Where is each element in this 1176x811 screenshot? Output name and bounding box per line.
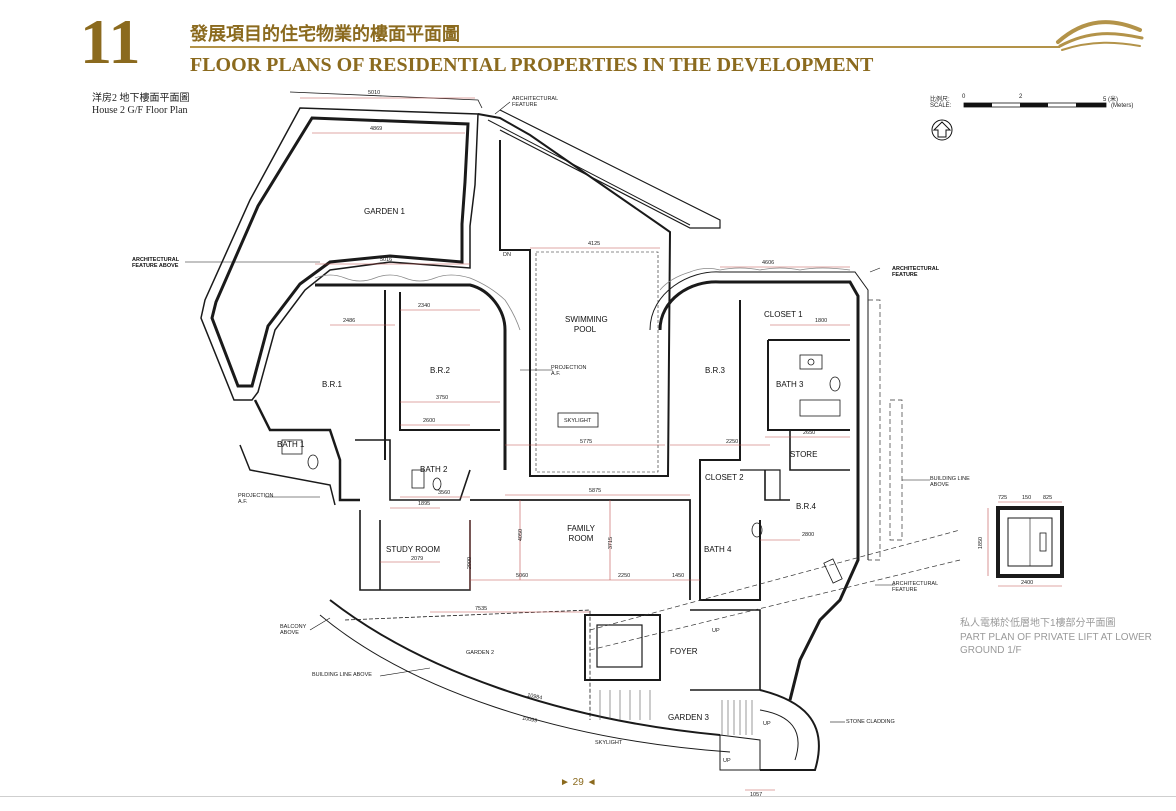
dim-2600: 2600 [423,418,436,424]
room-br-2: B.R.2 [430,366,451,375]
dim-2079: 2079 [411,556,424,562]
swimming-pool-walls [477,109,721,477]
dim-825: 825 [1043,495,1053,501]
room-study-room: STUDY ROOM [386,545,441,554]
bottom-rule [0,796,1176,797]
section-number: 11 [80,6,141,77]
room-bath-3: BATH 3 [776,380,804,389]
scale-tick-5: 5 (米) [1103,97,1119,103]
lift-caption-zh: 私人電梯於低層地下1樓部分平面圖 [960,618,1116,629]
title-rule [190,46,1060,48]
room-br-4: B.R.4 [796,502,817,511]
arch-feature-right: ARCHITECTURAL FEATURE [892,266,939,278]
skylight-box-label: SKYLIGHT [564,418,592,424]
lift-caption-en: PART PLAN OF PRIVATE LIFT AT LOWER GROUN… [960,632,1152,656]
plan-subtitle-en: House 2 G/F Floor Plan [92,105,188,116]
room-garden-2: GARDEN 2 [466,650,495,656]
room-family-room: FAMILY ROOM [567,524,595,543]
scale-tick-2: 2 [1019,94,1023,100]
dim-1850: 1850 [978,536,985,550]
room-garden-1: GARDEN 1 [364,207,405,216]
lower-section-walls [319,500,820,771]
stair-up-label-3: UP [712,628,720,634]
dim-150: 150 [1022,495,1032,501]
dim-5775: 5775 [580,439,593,445]
scale-label-zh: 比例尺: [930,97,950,103]
building-lines [589,299,961,651]
right-wing-walls [649,271,869,701]
dim-2250b: 2250 [618,573,631,579]
room-garden-3: GARDEN 3 [668,713,709,722]
balcony-above: BALCONY ABOVE [280,624,307,636]
room-bath-4: BATH 4 [704,545,732,554]
north-arrow-icon [931,119,953,141]
dim-1450: 1450 [672,573,685,579]
plan-subtitle: 洋房2 地下樓面平面圖 House 2 G/F Floor Plan [92,93,190,117]
dim-2486: 2486 [343,318,356,324]
room-bath-2: BATH 2 [420,465,448,474]
arch-feature-top: ARCHITECTURAL FEATURE [512,96,558,108]
dim-4869: 4869 [370,126,383,132]
stair-up-label-2: UP [723,758,731,764]
dim-2800: 2800 [802,532,815,538]
dim-2900: 2900 [467,556,474,570]
dim-3560: 3560 [438,490,451,496]
dim-2400: 2400 [1021,580,1034,586]
dim-1057: 1057 [750,792,763,798]
arch-feature-above: ARCHITECTURAL FEATURE ABOVE [132,257,179,269]
scale-label-en: SCALE: [930,103,952,109]
wavy-edge-features [314,267,851,331]
plan-subtitle-zh: 洋房2 地下樓面平面圖 [92,93,190,104]
stair-hatching [599,690,753,735]
dim-2250: 2250 [726,439,739,445]
room-foyer: FOYER [670,647,698,656]
private-lift-plan [987,501,1064,587]
dim-1895: 1895 [418,501,431,507]
building-line-above-bottom: BUILDING LINE ABOVE [312,672,372,678]
scale-tick-0: 0 [962,94,966,100]
dim-725: 725 [998,495,1008,501]
fixtures [281,354,843,584]
page-title-zh: 發展項目的住宅物業的樓面平面圖 [190,24,460,45]
page-title-en: FLOOR PLANS OF RESIDENTIAL PROPERTIES IN… [190,54,874,76]
dim-7535: 7535 [475,606,488,612]
dimension-lines [300,97,850,791]
dim-4050: 4050 [518,528,525,542]
dim-3750: 3750 [436,395,449,401]
stone-cladding: STONE CLADDING [846,719,895,725]
page-number: ► 29 ◄ [560,777,597,788]
dim-5010: 5010 [368,90,381,96]
dim-2340: 2340 [418,303,431,309]
scale-unit: (Meters) [1111,103,1134,109]
room-closet-2: CLOSET 2 [705,473,744,482]
room-swimming-pool: SWIMMING POOL [565,315,608,334]
dim-1800: 1800 [815,318,828,324]
room-br-1: B.R.1 [322,380,343,389]
dim-4125: 4125 [588,241,601,247]
room-store: STORE [790,450,818,459]
projection-af-center: PROJECTION A.F. [551,365,587,377]
central-rooms-walls [239,283,691,600]
dim-3715: 3715 [608,536,615,550]
stair-dn-label: DN [503,252,511,258]
dim-5016: 5016 [380,257,393,263]
dim-5060: 5060 [516,573,529,579]
arch-feature-right-low: ARCHITECTURAL FEATURE [892,581,938,593]
scale-bar [963,102,1107,108]
dim-2650: 2650 [803,430,816,436]
dim-4606: 4606 [762,260,775,266]
building-line-above-right: BUILDING LINE ABOVE [930,476,970,488]
room-bath-1: BATH 1 [277,440,305,449]
skylight-label: SKYLIGHT [595,740,623,746]
garden-1-boundary [200,91,483,401]
room-br-3: B.R.3 [705,366,726,375]
stair-up-label-1: UP [763,721,771,727]
dim-5875: 5875 [589,488,602,494]
projection-af-left: PROJECTION A.F. [238,493,274,505]
room-closet-1: CLOSET 1 [764,310,803,319]
leader-lines [185,101,930,723]
